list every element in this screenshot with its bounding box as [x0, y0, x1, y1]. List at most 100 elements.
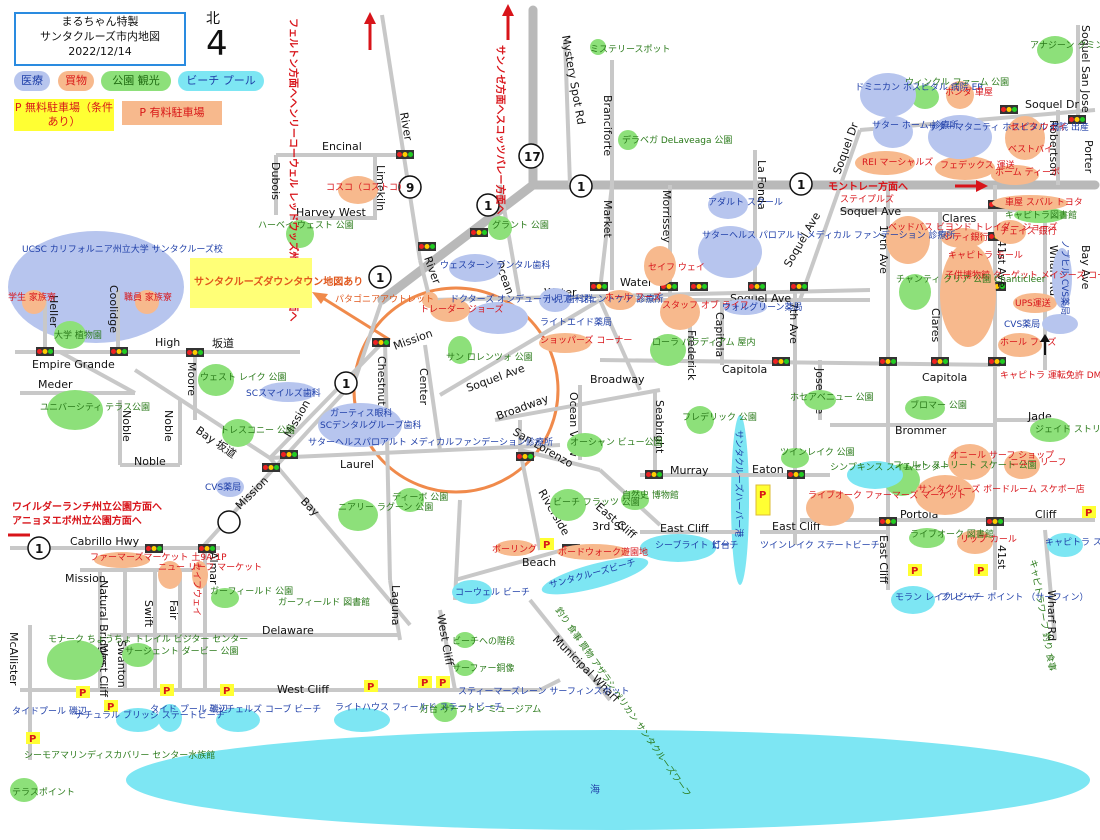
place-boardwalk: ボードウォーク遊園地	[558, 546, 648, 558]
north-label: 北	[206, 11, 220, 27]
road-high-slope: 坂道	[212, 336, 234, 350]
place-labels: ミステリースポット デラベガ DeLaveaga 公園 グラント 公園 ハーベイ…	[8, 39, 1100, 799]
place-natural-bridges-beach: ナチュラル ブリッジ ステートビーチ	[75, 709, 225, 721]
svg-text:P: P	[421, 678, 428, 689]
roads	[10, 14, 1096, 760]
place-sc-smiles: SCスマイルズ歯科	[246, 387, 321, 399]
map-title-box: まるちゃん特製 サンタクルーズ市内地図 2022/12/14	[14, 12, 186, 66]
direction-labels: フェルトン方面へヘンリーコーウェル レッドウッズ州立公園方面へ サンノゼ方面へス…	[8, 4, 1050, 537]
place-safeway-dt: セイフ ウェイ	[648, 262, 705, 273]
place-brommer: ブロマー 公園	[910, 399, 967, 411]
hwy-9: 9	[406, 181, 414, 195]
svg-text:P: P	[1085, 508, 1092, 519]
harbor	[731, 415, 749, 585]
place-honda: ホンダ 車屋	[945, 86, 993, 98]
road-mission-st: Mission	[65, 572, 106, 585]
legend-park: 公園 観光	[101, 71, 171, 91]
hwy-17: 17	[524, 150, 541, 164]
place-garfield-library: ガーフィールド 図書館	[278, 596, 370, 608]
place-adult-school: アダルト スクール	[708, 196, 783, 208]
road-almar: Almar	[207, 552, 220, 585]
road-coolidge: Coolidge	[107, 285, 120, 333]
place-ups: UPS運送	[1015, 297, 1051, 309]
place-walgreens: ウォルグリーン薬局	[722, 301, 803, 313]
place-chanticleer: チャンティ クリア 公園 Chanticleer	[896, 274, 1046, 285]
svg-text:P: P	[977, 566, 984, 577]
place-bowling: ボーリング	[492, 543, 537, 555]
road-soquel-san-jose: Soquel San Jose	[1079, 25, 1092, 113]
place-new-leaf-west: ニュー リーフ マーケット	[158, 562, 262, 573]
place-arboretum: 大学 植物園	[54, 329, 102, 341]
downtown-arrow	[317, 293, 391, 342]
place-surfer-statue: サーファー銅像	[452, 662, 514, 674]
hwy-1-e: 1	[342, 377, 350, 391]
place-safeway-east: セイフ ウェイ	[1010, 122, 1067, 133]
road-robertson: Robertson	[1047, 120, 1060, 176]
place-chase: チェイス 銀行	[1000, 225, 1057, 237]
road-center: Center	[417, 368, 430, 406]
road-high: High	[155, 336, 180, 349]
place-capitola-beach: キャピトラ ステート ビーチ	[1045, 537, 1100, 548]
north-arrow-icon: 4	[206, 24, 228, 64]
place-whole-foods-dt: ホール フーズ	[605, 291, 661, 303]
road-limekiln: Limekiln	[374, 165, 387, 211]
place-cvs-mission: CVS薬局	[205, 481, 241, 493]
place-live-oak-market: ライブオーク ファーマーズ マーケット	[808, 489, 966, 501]
road-fair: Fair	[167, 600, 180, 620]
map-title-line2: サンタクルーズ市内地図	[39, 30, 161, 43]
place-harvey-west: ハーベイ ウェスト 公園	[258, 220, 354, 231]
road-cabrillo: Cabrillo Hwy	[70, 535, 140, 548]
road-harvey-west: Harvey West	[296, 206, 367, 219]
place-sc-boardroom: サンタクルーズ ボードルーム スケボー店	[918, 483, 1085, 495]
road-mcallister: McAllister	[7, 632, 20, 686]
place-steamers: スティーマーズレーン サーフィンスポット	[458, 685, 630, 697]
place-dibo: ディーボ 公園	[392, 491, 448, 503]
place-new-leaf: ニュー リーフ	[1010, 458, 1066, 468]
place-trader-joes-dt: トレーダー ジョーズ	[420, 303, 503, 315]
road-moore: Moore	[185, 362, 198, 396]
road-noble-2: Noble	[120, 410, 133, 442]
road-soquel-ave: Soquel Ave	[840, 205, 901, 218]
place-patagonia: パタゴニアアウトレット	[335, 293, 434, 305]
legend-paid-parking: P 有料駐車場	[122, 101, 222, 125]
dir-sanjose: サンノゼ方面へスコッツバレー方面へ	[494, 45, 507, 215]
place-seabright-beach: シーブライト ビーチ	[655, 539, 738, 551]
svg-text:P: P	[29, 734, 36, 745]
place-terrace-point: テラスポイント	[12, 787, 75, 798]
place-jade-street: ジェイド ストリート公園	[1035, 424, 1100, 435]
place-home-depot: ホーム ディーポ	[995, 166, 1060, 178]
place-city-bank: シティ銀行	[944, 231, 988, 243]
road-soquel-ave-dt: Soquel Ave	[465, 362, 527, 395]
road-west-cliff: West Cliff	[277, 683, 329, 696]
place-kids-dental: 小児 歯科群	[545, 293, 593, 305]
road-encinal: Encinal	[322, 140, 362, 153]
dir-downtown: サンタクルーズダウンタウン地図あり	[194, 275, 363, 288]
svg-text:P: P	[543, 540, 550, 551]
place-shoppers: ショッパーズ コーナー	[540, 334, 632, 346]
place-twin-lakes-park: ツインレイク 公園	[780, 447, 855, 458]
place-tres-coney: トレスコニー 公園	[220, 425, 295, 436]
place-monarch: モナーク ちょうちょ トレイル ビジター センター	[48, 634, 248, 645]
place-sc-dental: SCデンタルグループ歯科	[320, 419, 421, 431]
place-moran-lake: モラン レイク ビーチ	[895, 592, 982, 603]
road-seabright: Seabright	[653, 400, 666, 454]
place-west-lake: ウェスト レイク 公園	[200, 372, 287, 383]
place-sc-harbor: サンタクルーズハーバー港	[733, 430, 745, 537]
road-water-2: Water	[620, 276, 653, 289]
place-san-lorenzo-park: サン ロレンツォ 公園	[446, 352, 533, 363]
place-sutter-home: サター ホーム 診療所	[872, 119, 958, 131]
place-winchell: ウィンクル ファーム 公園	[905, 77, 1009, 88]
place-cvs-bay: ノブヒル CVS薬局	[1059, 240, 1071, 315]
road-dubois: Dubois	[269, 162, 282, 200]
place-seymour: シーモアマリンディスカバリー センター水族館	[24, 749, 215, 761]
dir-felton: フェルトン方面へヘンリーコーウェル レッドウッズ州立公園方面へ	[287, 18, 300, 321]
svg-text:P: P	[79, 688, 86, 699]
place-ocean-view: オーシャン ビュー公園	[570, 437, 663, 448]
dir-wilder: ワイルダーランチ州立公園方面へ	[12, 500, 162, 513]
place-fedex: フェデックス 運送	[940, 159, 1015, 171]
place-pleasure-point: プレジャー ポイント （サーフィン）	[940, 592, 1089, 603]
place-frederick: フレデリック 公園	[682, 411, 757, 423]
road-river: River	[397, 111, 415, 142]
map-date: 2022/12/14	[68, 45, 132, 58]
